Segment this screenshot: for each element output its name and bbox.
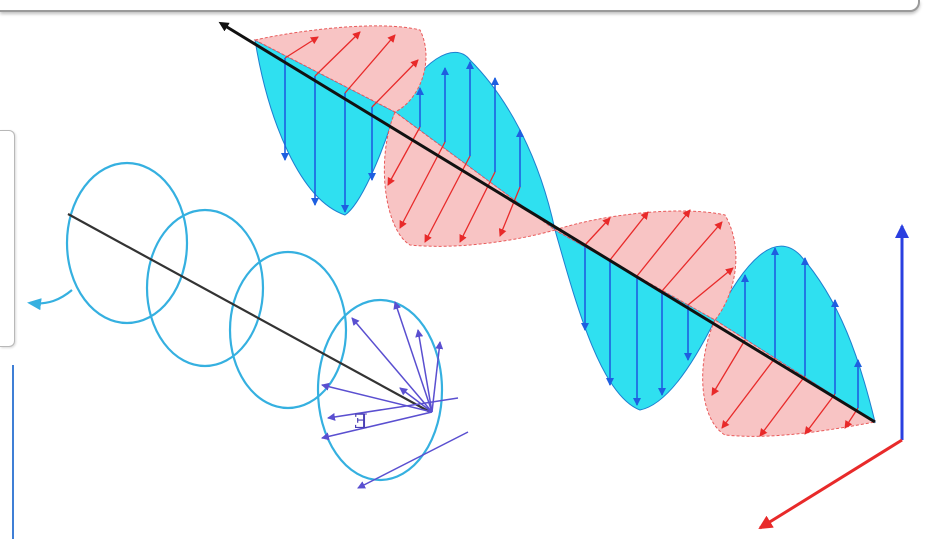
helix-axis	[68, 214, 430, 412]
helix-tail	[30, 290, 72, 303]
helix-loop-3	[230, 252, 346, 408]
helix	[30, 163, 442, 480]
helix-loop-1	[67, 163, 187, 323]
helix-loop-4	[318, 300, 442, 480]
e-field-vectors	[322, 302, 468, 488]
red-wave	[255, 26, 875, 436]
polarization-label: E	[353, 409, 368, 433]
x-axis-arrow	[760, 440, 902, 528]
